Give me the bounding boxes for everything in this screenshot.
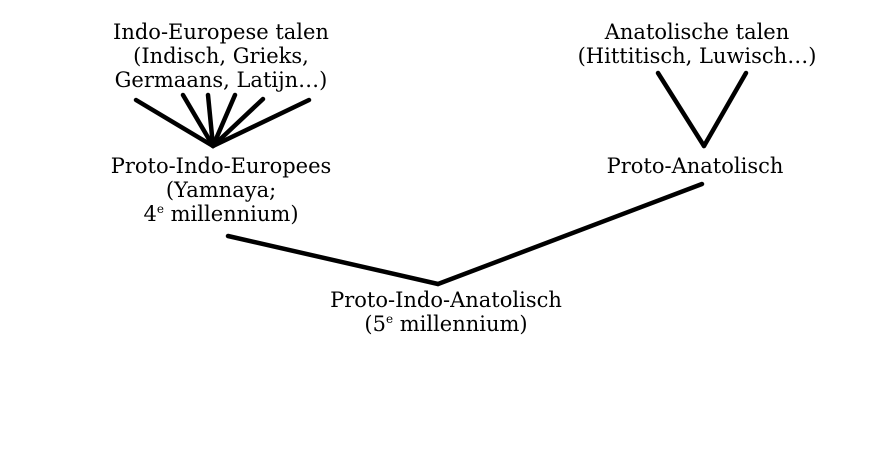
node-indo-european-languages: Indo-Europese talen (Indisch, Grieks, Ge… <box>100 20 342 92</box>
node-anatolian-languages: Anatolische talen (Hittitisch, Luwisch…) <box>570 20 824 68</box>
date-rest: millennium) <box>163 202 299 226</box>
link-pie-to-root <box>225 233 441 287</box>
node-line-date: 4e millennium) <box>100 202 342 226</box>
node-line-date: (5e millennium) <box>300 312 592 336</box>
link-anatolian-right <box>701 70 749 149</box>
node-proto-anatolian: Proto-Anatolisch <box>590 154 800 178</box>
node-line: Proto-Indo-Anatolisch <box>330 288 562 312</box>
link-indo-fan-1 <box>133 97 216 149</box>
node-proto-indo-european: Proto-Indo-Europees (Yamnaya; 4e millenn… <box>100 154 342 226</box>
node-proto-indo-anatolian: Proto-Indo-Anatolisch (5e millennium) <box>300 288 592 336</box>
node-line: (Indisch, Grieks, <box>133 44 309 68</box>
node-line: (Hittitisch, Luwisch…) <box>577 44 817 68</box>
node-line: Germaans, Latijn…) <box>114 68 328 92</box>
date-number: 4 <box>143 202 157 226</box>
node-line: Anatolische talen <box>604 20 790 44</box>
link-pa-to-root <box>435 181 705 287</box>
node-line: (Yamnaya; <box>165 178 277 202</box>
link-indo-fan-4 <box>210 92 238 149</box>
link-indo-fan-2 <box>180 92 216 149</box>
date-ordinal: e <box>156 202 164 216</box>
link-anatolian-left <box>655 70 707 149</box>
date-rest: millennium) <box>393 312 528 336</box>
date-prefix: (5 <box>364 312 386 336</box>
link-indo-fan-5 <box>210 96 266 149</box>
node-line: Proto-Indo-Europees <box>110 154 332 178</box>
link-indo-fan-3 <box>205 92 216 149</box>
node-line: Proto-Anatolisch <box>606 154 784 178</box>
node-line: Indo-Europese talen <box>113 20 329 44</box>
date-ordinal: e <box>385 312 394 326</box>
link-indo-fan-6 <box>210 97 312 149</box>
